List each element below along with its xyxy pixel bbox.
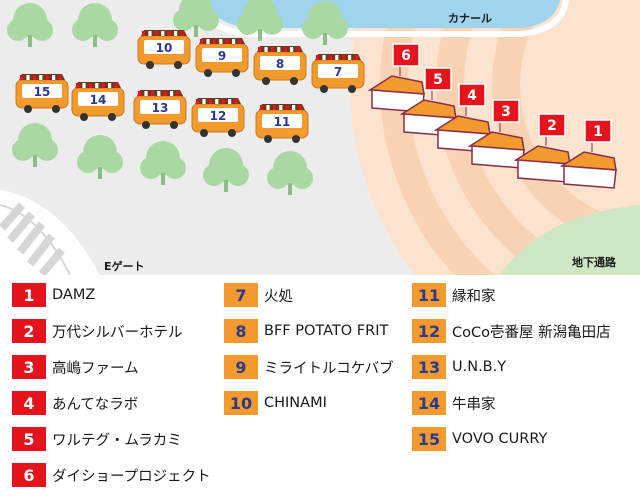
food-truck-11[interactable]: 11 <box>255 104 309 143</box>
tree-icon <box>72 3 118 47</box>
legend-vendor-name: BFF POTATO FRIT <box>264 323 389 339</box>
food-truck-number: 7 <box>334 65 342 79</box>
legend-number-badge: 14 <box>412 391 446 415</box>
food-truck-number: 13 <box>152 101 169 115</box>
food-truck-layer: 15 14 13 12 11 10 9 8 7 <box>15 30 365 143</box>
vendor-tent-number: 1 <box>593 124 603 140</box>
venue-map: カナール 地下通路 Eゲート <box>0 0 640 275</box>
vendor-tent-number: 2 <box>547 118 557 134</box>
legend-vendor-name: U.N.B.Y <box>452 359 507 375</box>
legend-entry-13: 13 U.N.B.Y <box>412 355 506 379</box>
tree-icon <box>77 135 123 179</box>
legend-number-badge: 6 <box>12 463 46 487</box>
vendor-tent-number: 5 <box>433 72 443 88</box>
food-truck-12[interactable]: 12 <box>191 98 245 137</box>
legend-vendor-name: ワルテグ・ムラカミ <box>52 432 182 449</box>
legend-number-badge: 3 <box>12 355 46 379</box>
food-truck-8[interactable]: 8 <box>253 46 307 85</box>
legend-vendor-name: CHINAMI <box>264 395 327 411</box>
food-truck-7[interactable]: 7 <box>311 54 365 93</box>
legend-vendor-name: あんてなラボ <box>52 396 139 413</box>
legend-number-badge: 1 <box>12 283 46 307</box>
tree-icon <box>12 123 58 167</box>
tree-icon <box>173 0 219 37</box>
legend-entry-9: 9 ミライトルコケバブ <box>224 355 394 379</box>
legend-number-badge: 13 <box>412 355 446 379</box>
tree-icon <box>7 3 53 47</box>
legend-vendor-name: ミライトルコケバブ <box>264 360 394 377</box>
tree-icon <box>267 151 313 195</box>
legend-number-badge: 8 <box>224 319 258 343</box>
food-truck-number: 12 <box>210 109 227 123</box>
vendor-tent-1[interactable]: 1 <box>559 119 617 189</box>
legend-number-badge: 15 <box>412 427 446 451</box>
legend-entry-12: 12 CoCo壱番屋 新潟亀田店 <box>412 319 611 343</box>
trees <box>7 0 348 195</box>
legend-entry-10: 10 CHINAMI <box>224 391 327 415</box>
tree-icon <box>237 0 283 41</box>
legend-entry-14: 14 牛串家 <box>412 391 496 415</box>
tunnel-area <box>500 205 640 275</box>
legend-entry-15: 15 VOVO CURRY <box>412 427 547 451</box>
legend-number-badge: 12 <box>412 319 446 343</box>
vendor-tent-6[interactable]: 6 <box>367 43 425 113</box>
tree-icon <box>302 1 348 45</box>
vendor-tent-number: 4 <box>467 88 477 104</box>
legend-entry-2: 2 万代シルバーホテル <box>12 319 183 343</box>
canal-label: カナール <box>448 12 492 25</box>
food-truck-13[interactable]: 13 <box>133 90 187 129</box>
e-gate-area <box>0 190 100 275</box>
legend-entry-6: 6 ダイショープロジェクト <box>12 463 211 487</box>
food-truck-number: 14 <box>90 93 107 107</box>
legend-number-badge: 4 <box>12 391 46 415</box>
legend-number-badge: 9 <box>224 355 258 379</box>
food-truck-number: 10 <box>156 41 173 55</box>
legend-number-badge: 2 <box>12 319 46 343</box>
e-gate-label: Eゲート <box>104 259 145 273</box>
legend-vendor-name: 万代シルバーホテル <box>52 324 183 341</box>
legend-vendor-name: 牛串家 <box>452 396 496 413</box>
legend-entry-8: 8 BFF POTATO FRIT <box>224 319 388 343</box>
vendor-tent-3[interactable]: 3 <box>467 99 525 169</box>
legend-vendor-name: CoCo壱番屋 新潟亀田店 <box>452 324 611 341</box>
tree-icon <box>140 141 186 185</box>
legend-number-badge: 10 <box>224 391 258 415</box>
canal-water <box>205 0 560 28</box>
food-truck-9[interactable]: 9 <box>195 38 249 77</box>
legend-vendor-name: DAMZ <box>52 287 96 303</box>
legend-vendor-name: VOVO CURRY <box>452 431 548 447</box>
legend-entry-5: 5 ワルテグ・ムラカミ <box>12 427 182 451</box>
legend-entry-11: 11 縁和家 <box>412 283 496 307</box>
vendor-tent-2[interactable]: 2 <box>513 113 571 183</box>
legend-vendor-name: 高嶋ファーム <box>52 360 139 377</box>
food-truck-number: 11 <box>274 115 291 129</box>
food-truck-number: 15 <box>34 85 51 99</box>
legend-entry-4: 4 あんてなラボ <box>12 391 138 415</box>
legend-vendor-name: 縁和家 <box>452 288 496 305</box>
legend-entry-7: 7 火処 <box>224 283 293 307</box>
food-truck-10[interactable]: 10 <box>137 30 191 69</box>
legend-number-badge: 5 <box>12 427 46 451</box>
legend-vendor-name: ダイショープロジェクト <box>52 468 211 485</box>
legend-entry-3: 3 高嶋ファーム <box>12 355 139 379</box>
food-truck-15[interactable]: 15 <box>15 74 69 113</box>
food-truck-number: 8 <box>276 57 284 71</box>
vendor-tent-5[interactable]: 5 <box>399 67 457 137</box>
vendor-tent-layer: 6 5 4 3 2 1 <box>367 43 617 189</box>
tree-icon <box>203 148 249 192</box>
legend-number-badge: 7 <box>224 283 258 307</box>
food-truck-number: 9 <box>218 49 226 63</box>
legend-entry-1: 1 DAMZ <box>12 283 95 307</box>
vendor-legend: 1 DAMZ 2 万代シルバーホテル 3 高嶋ファーム 4 あんてなラボ 5 ワルテグ・ムラカミ 6… <box>0 275 640 500</box>
vendor-tent-number: 6 <box>401 48 411 64</box>
vendor-tent-number: 3 <box>501 104 511 120</box>
food-truck-14[interactable]: 14 <box>71 82 125 121</box>
legend-vendor-name: 火処 <box>264 288 293 305</box>
tunnel-label: 地下通路 <box>572 255 617 269</box>
legend-number-badge: 11 <box>412 283 446 307</box>
